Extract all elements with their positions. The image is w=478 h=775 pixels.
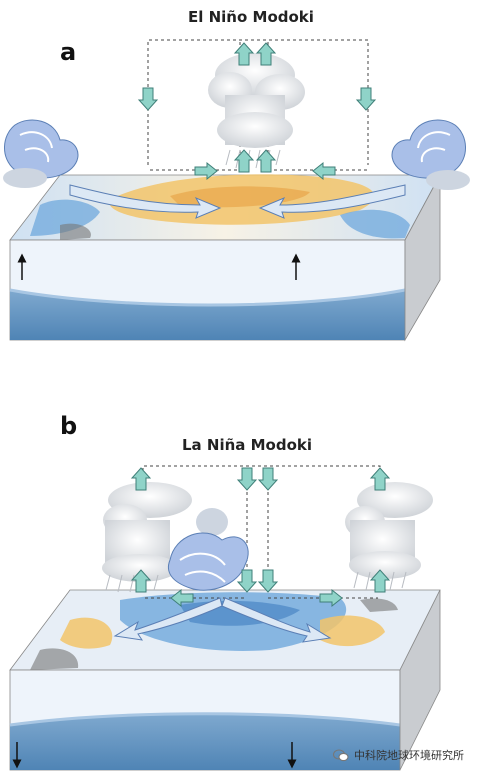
- wind-face-west-a: [3, 119, 79, 188]
- convection-cloud-a: [208, 53, 305, 169]
- wind-face-central-b: [167, 508, 249, 591]
- convection-cloud-b-east: [345, 482, 433, 591]
- divergence-arrow-b-west: [113, 597, 223, 641]
- wind-face-east-a: [391, 119, 470, 190]
- box-side-b: [399, 589, 441, 771]
- warm-anomaly-west-b: [60, 617, 113, 649]
- panel-a-diagram: [3, 39, 470, 342]
- descent-arrow-a-east: [356, 87, 376, 111]
- wechat-icon: [333, 748, 349, 761]
- trade-wind-arrow-a-west: [69, 184, 222, 219]
- panel-title-a: El Niño Modoki: [188, 8, 314, 26]
- descent-arrow-b4: [258, 569, 278, 593]
- panel-label-a: a: [60, 38, 77, 66]
- panel-title-b: La Niña Modoki: [182, 436, 313, 454]
- panel-label-b: b: [60, 412, 78, 440]
- watermark-text: 中科院地球环境研究所: [354, 749, 464, 762]
- box-side-a: [404, 174, 441, 342]
- divergence-arrow-b-east: [221, 597, 332, 643]
- cool-anomaly-west-a: [30, 199, 100, 236]
- trade-wind-arrow-a-east: [258, 184, 406, 219]
- descent-arrow-b2: [258, 467, 278, 491]
- panel-b-diagram: [9, 465, 441, 771]
- cool-anomaly-east-a: [340, 209, 410, 239]
- watermark: 中科院地球环境研究所: [333, 747, 464, 763]
- descent-arrow-a-west: [138, 87, 158, 111]
- thermocline-b: [10, 713, 400, 770]
- descent-arrow-b1: [237, 467, 257, 491]
- warm-anomaly-east-b: [320, 615, 385, 647]
- convection-cloud-b-west: [102, 482, 192, 593]
